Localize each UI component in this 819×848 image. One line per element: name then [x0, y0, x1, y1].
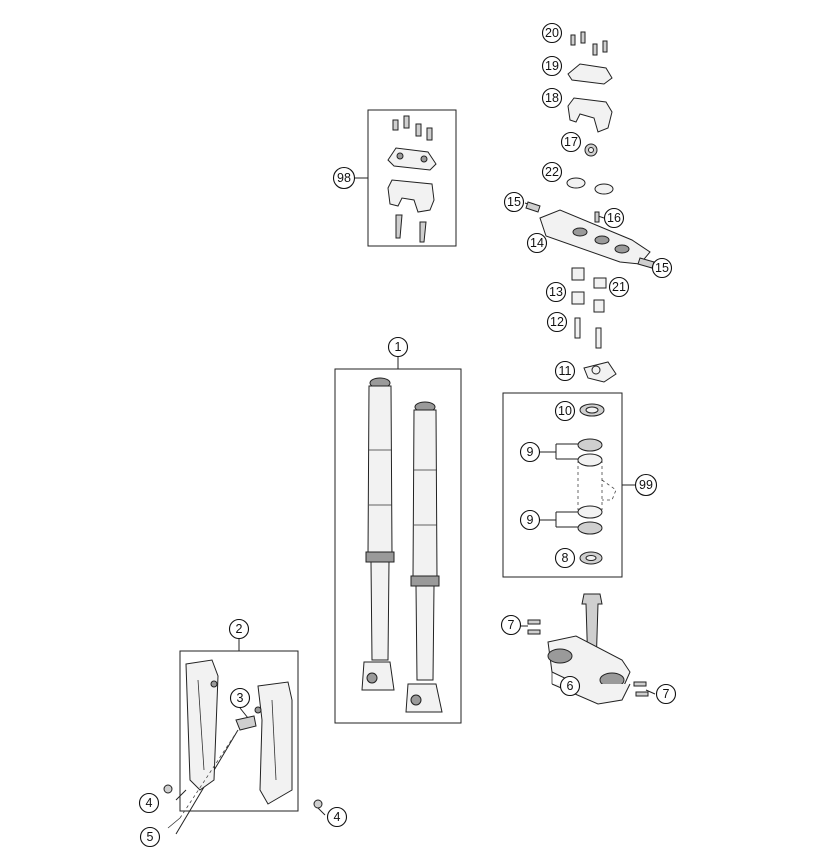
- fork-guards-2: [163, 659, 323, 829]
- callout-11: 11: [554, 360, 576, 382]
- svg-text:7: 7: [508, 618, 515, 632]
- callout-7-left: 7: [500, 614, 522, 636]
- callout-14: 14: [526, 232, 548, 254]
- svg-text:8: 8: [562, 551, 569, 565]
- callout-4-right: 4: [326, 806, 348, 828]
- callout-6: 6: [559, 675, 581, 697]
- svg-text:2: 2: [236, 622, 243, 636]
- callout-9-upper: 9: [519, 441, 541, 463]
- callout-18: 18: [541, 87, 563, 109]
- upper-clamp-parts: [525, 31, 655, 383]
- bearing-kit-99-parts: [577, 403, 617, 565]
- callout-9-lower: 9: [519, 509, 541, 531]
- clamp-kit-98-parts: [387, 115, 437, 243]
- callout-15-right: 15: [651, 257, 673, 279]
- lower-triple-clamp-6: [527, 593, 649, 705]
- svg-text:9: 9: [527, 445, 534, 459]
- svg-text:4: 4: [146, 796, 153, 810]
- callout-17: 17: [560, 131, 582, 153]
- callout-16: 16: [603, 207, 625, 229]
- callout-3: 3: [229, 687, 251, 709]
- callout-8: 8: [554, 547, 576, 569]
- svg-text:22: 22: [545, 165, 559, 179]
- callout-21: 21: [608, 276, 630, 298]
- callout-10: 10: [554, 400, 576, 422]
- svg-text:20: 20: [545, 26, 559, 40]
- box-98-clamp-kit: [367, 109, 457, 247]
- svg-text:3: 3: [237, 691, 244, 705]
- svg-text:99: 99: [639, 478, 653, 492]
- svg-text:6: 6: [567, 679, 574, 693]
- box-1-fork-assembly: [334, 368, 462, 724]
- callout-4-left: 4: [138, 792, 160, 814]
- svg-text:98: 98: [337, 171, 351, 185]
- svg-text:11: 11: [559, 364, 572, 378]
- svg-text:7: 7: [663, 687, 670, 701]
- callout-20: 20: [541, 22, 563, 44]
- svg-text:15: 15: [655, 261, 669, 275]
- svg-text:12: 12: [550, 315, 564, 329]
- svg-text:18: 18: [545, 91, 559, 105]
- callout-2: 2: [228, 618, 250, 640]
- svg-text:4: 4: [334, 810, 341, 824]
- svg-text:21: 21: [612, 280, 626, 294]
- svg-text:1: 1: [395, 340, 402, 354]
- callout-12: 12: [546, 311, 568, 333]
- svg-text:15: 15: [507, 195, 521, 209]
- callout-5: 5: [139, 826, 161, 848]
- callout-98: 98: [332, 166, 356, 190]
- callout-22: 22: [541, 161, 563, 183]
- svg-text:19: 19: [545, 59, 559, 73]
- fork-legs-1: [361, 377, 443, 713]
- callout-13: 13: [545, 281, 567, 303]
- callout-7-right: 7: [655, 683, 677, 705]
- callout-15-left: 15: [503, 191, 525, 213]
- svg-text:16: 16: [607, 211, 621, 225]
- svg-text:17: 17: [564, 135, 578, 149]
- svg-text:9: 9: [527, 513, 534, 527]
- svg-text:14: 14: [530, 236, 544, 250]
- callout-19: 19: [541, 55, 563, 77]
- callout-99: 99: [634, 473, 658, 497]
- svg-text:5: 5: [147, 830, 154, 844]
- svg-text:10: 10: [558, 404, 572, 418]
- svg-text:13: 13: [549, 285, 563, 299]
- callout-1: 1: [387, 336, 409, 358]
